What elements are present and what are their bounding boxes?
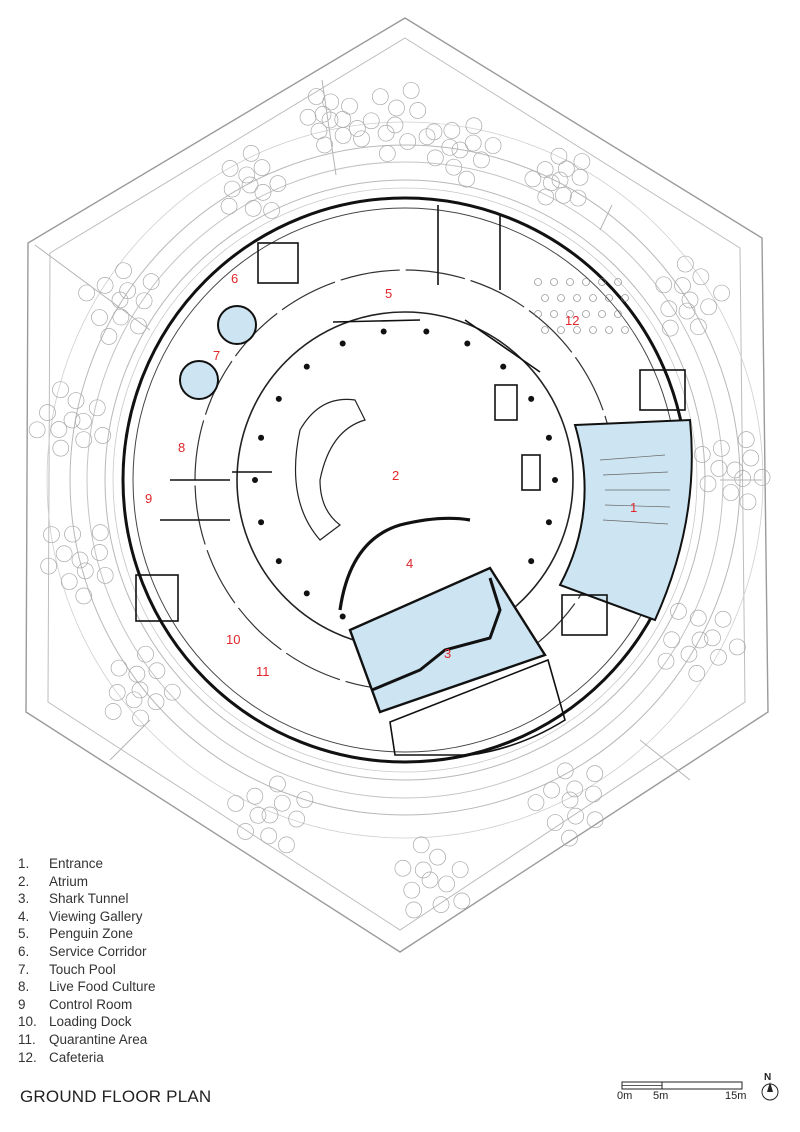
plan-title: GROUND FLOOR PLAN <box>20 1087 212 1106</box>
legend-item: 7. Touch Pool <box>18 961 156 979</box>
entrance-steps <box>599 454 671 525</box>
north-label: N <box>764 1072 772 1083</box>
path-ring <box>104 179 706 781</box>
legend-label: Viewing Gallery <box>49 908 143 924</box>
tree-groups <box>28 82 771 919</box>
legend-number: 4. <box>18 908 30 924</box>
scale-label-5: 5m <box>653 1090 669 1102</box>
legend-item: 1. Entrance <box>18 855 156 873</box>
legend-number: 7. <box>18 961 30 977</box>
legend-item: 5. Penguin Zone <box>18 925 156 943</box>
room-number-5: 5 <box>385 286 392 301</box>
path-ring-inner <box>112 187 698 773</box>
floor-plan-drawing: 1 2 3 4 5 6 7 8 9 10 11 12 <box>25 17 771 953</box>
legend-number: 5. <box>18 926 30 942</box>
legend-number: 11. <box>18 1031 36 1047</box>
legend-number: 12. <box>18 1049 37 1065</box>
room-number-12: 12 <box>565 313 579 328</box>
scale-label-0: 0m <box>617 1090 633 1102</box>
legend-label: Loading Dock <box>49 1014 132 1030</box>
legend-label: Shark Tunnel <box>49 891 129 907</box>
legend-label: Control Room <box>49 996 133 1012</box>
legend-label: Penguin Zone <box>49 926 134 942</box>
legend-item: 11. Quarantine Area <box>18 1031 156 1049</box>
legend-label: Service Corridor <box>49 943 147 959</box>
legend-number: 3. <box>18 891 30 907</box>
outer-walkway <box>46 121 764 839</box>
legend-item: 10. Loading Dock <box>18 1013 156 1031</box>
legend-label: Live Food Culture <box>49 979 156 995</box>
shark-tunnel-tank <box>348 566 547 714</box>
room-number-8: 8 <box>178 440 185 455</box>
room-number-4: 4 <box>406 556 413 571</box>
site-boundary <box>25 17 769 953</box>
room-number-9: 9 <box>145 491 152 506</box>
legend-item: 2. Atrium <box>18 873 156 891</box>
room-number-3: 3 <box>444 646 451 661</box>
room-number-2: 2 <box>392 468 399 483</box>
north-arrow-icon <box>761 1082 779 1101</box>
scale-label-15: 15m <box>725 1090 747 1102</box>
shark-tunnel-quarters <box>389 658 566 756</box>
legend-item: 9 Control Room <box>18 996 156 1014</box>
room-number-7: 7 <box>213 348 220 363</box>
legend-number: 9 <box>18 996 26 1012</box>
legend-label: Atrium <box>49 873 89 889</box>
legend-label: Touch Pool <box>49 961 116 977</box>
touch-pool-1 <box>217 305 257 345</box>
legend-number: 10. <box>18 1014 37 1030</box>
legend-number: 6. <box>18 943 30 959</box>
site-boundary-inner <box>47 37 746 931</box>
path-dividers <box>34 79 762 781</box>
room-legend: 1. Entrance 2. Atrium 3. Shark Tunnel 4. Viewin… <box>18 855 156 1066</box>
legend-number: 2. <box>18 873 30 889</box>
legend-item: 12. Cafeteria <box>18 1049 156 1067</box>
shark-tunnel-path <box>371 577 502 692</box>
legend-item: 8. Live Food Culture <box>18 978 156 996</box>
legend-label: Cafeteria <box>49 1049 104 1065</box>
scale-bar <box>621 1081 743 1090</box>
legend-number: 8. <box>18 979 30 995</box>
cafeteria-tables <box>534 278 629 334</box>
legend-number: 1. <box>18 856 30 871</box>
room-number-11: 11 <box>256 664 270 679</box>
room-number-1: 1 <box>630 500 637 515</box>
legend-label: Entrance <box>49 856 104 871</box>
room-numbers: 1 2 3 4 5 6 7 8 9 10 11 12 <box>145 271 637 679</box>
water-tank-entrance <box>558 418 693 622</box>
legend-item: 6. Service Corridor <box>18 943 156 961</box>
atrium-columns <box>252 328 558 632</box>
room-number-10: 10 <box>226 632 240 647</box>
interior-walls <box>135 205 686 636</box>
room-number-6: 6 <box>231 271 238 286</box>
atrium-stair <box>294 398 366 541</box>
legend-label: Quarantine Area <box>49 1031 148 1047</box>
viewing-gallery-wall <box>338 516 471 611</box>
touch-pool-2 <box>179 360 219 400</box>
legend-item: 4. Viewing Gallery <box>18 908 156 926</box>
legend-item: 3. Shark Tunnel <box>18 890 156 908</box>
